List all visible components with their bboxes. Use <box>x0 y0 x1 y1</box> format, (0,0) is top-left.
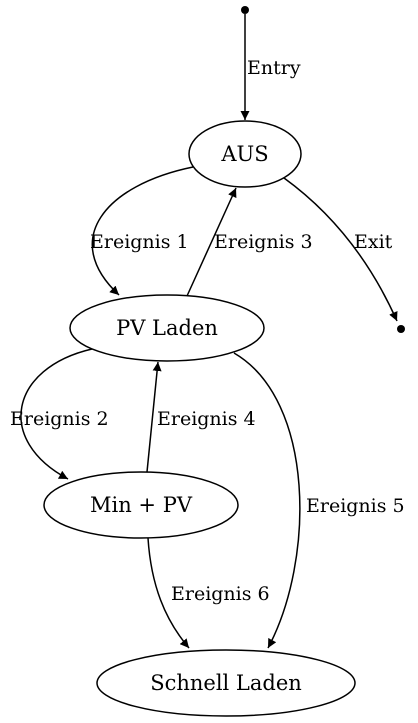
entry-point <box>241 6 249 14</box>
edge-min-pv-schnell-laden <box>147 537 190 649</box>
edge-pv-laden-schnell-laden <box>233 352 301 649</box>
edge-pv-laden-min-pv <box>20 348 93 480</box>
edge-aus-pv-laden <box>91 166 194 296</box>
state-pv-laden[interactable]: PV Laden <box>69 294 265 362</box>
edge-label-entry: Entry <box>247 57 301 79</box>
state-schnell-laden-label: Schnell Laden <box>150 671 302 695</box>
edge-label-exit: Exit <box>354 231 393 253</box>
edge-min-pv-pv-laden <box>146 361 162 473</box>
edge-label-ereignis-6: Ereignis 6 <box>171 583 270 605</box>
edge-label-ereignis-3: Ereignis 3 <box>214 231 313 253</box>
state-pv-laden-label: PV Laden <box>116 316 218 340</box>
state-schnell-laden[interactable]: Schnell Laden <box>96 649 356 717</box>
edge-label-ereignis-1: Ereignis 1 <box>90 231 189 253</box>
exit-point <box>397 325 405 333</box>
state-aus[interactable]: AUS <box>188 120 302 188</box>
state-min-pv-label: Min + PV <box>90 493 193 517</box>
edge-pv-laden-aus <box>186 187 237 297</box>
state-aus-label: AUS <box>220 142 268 166</box>
edge-aus-exit <box>283 177 398 322</box>
edge-label-ereignis-4: Ereignis 4 <box>157 408 256 430</box>
state-min-pv[interactable]: Min + PV <box>43 471 239 539</box>
edge-label-ereignis-5: Ereignis 5 <box>306 495 405 517</box>
edge-label-ereignis-2: Ereignis 2 <box>10 408 109 430</box>
